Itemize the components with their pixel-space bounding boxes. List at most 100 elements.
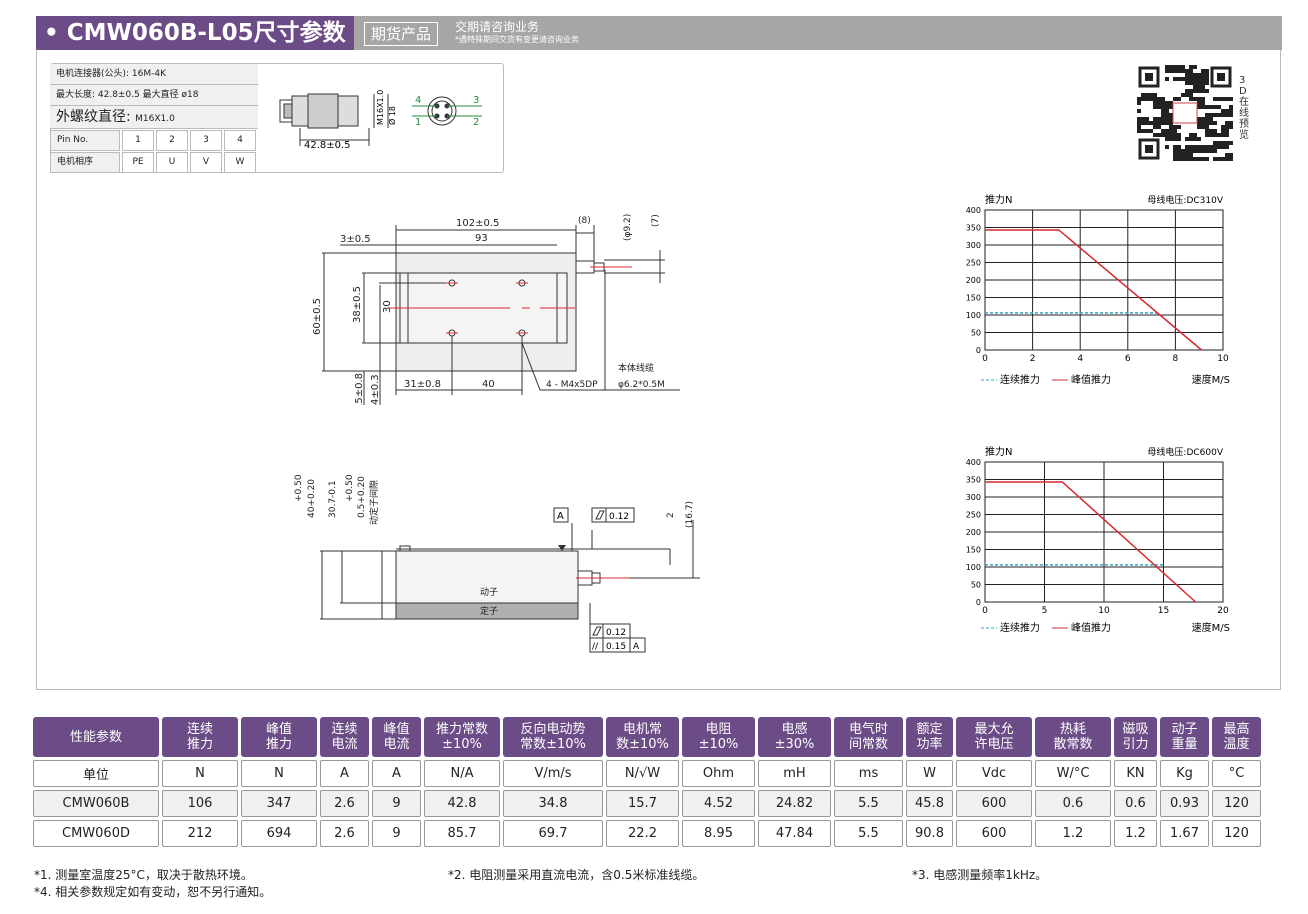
phase-pe: PE: [122, 152, 154, 173]
table-cell: °C: [1212, 760, 1261, 787]
chart0-xlabel: 速度M/S: [1192, 373, 1230, 386]
sd-d167: (16.7): [685, 501, 695, 528]
sd-d2: 2: [666, 512, 676, 518]
td-7: (7): [651, 214, 661, 227]
chart1-xtick: 5: [1042, 606, 1048, 616]
chart0-ytick: 50: [971, 329, 981, 338]
chart1-ytick: 50: [971, 581, 981, 590]
table-cell: 24.82: [758, 790, 831, 817]
chart0-ytick: 100: [966, 311, 981, 320]
chart1-series-1: [985, 481, 1197, 603]
table-cell: 347: [241, 790, 317, 817]
td-93: 93: [475, 233, 488, 244]
chart0-xtick: 4: [1077, 354, 1083, 364]
chart0-ytick: 400: [966, 206, 981, 215]
qr-code[interactable]: [1137, 65, 1233, 161]
chart0-xtick: 10: [1217, 354, 1229, 364]
pin-label: Pin No.: [50, 130, 120, 151]
chart1-ytick: 250: [966, 511, 981, 520]
chart0-xtick: 0: [982, 354, 988, 364]
table-cell: 0.6: [1114, 790, 1157, 817]
td-cable1: 本体线缆: [618, 362, 654, 374]
side-mover: [395, 550, 579, 604]
phase-v: V: [190, 152, 222, 173]
lead-time-subnote: *遇特殊期间交货有变更请咨询业务: [455, 35, 579, 44]
table-cell: N: [241, 760, 317, 787]
cd-pin4: 4: [415, 95, 421, 106]
sd-v3a: +0.50: [345, 474, 355, 502]
table-cell: CMW060B: [33, 790, 159, 817]
td-3: 3±0.5: [340, 234, 371, 245]
td-60: 60±0.5: [312, 298, 323, 335]
header-cell: 最高 温度: [1212, 717, 1261, 757]
chart0-ytick: 300: [966, 241, 981, 250]
table-cell: 0.93: [1160, 790, 1209, 817]
qr-caption: 3D在线预览: [1239, 75, 1249, 141]
phase-u: U: [156, 152, 188, 173]
table-cell: 90.8: [906, 820, 953, 847]
side-view-drawing: A 0.12 +0.50 40+0.20 30.7-0.1 +0.50 0.5+…: [294, 474, 700, 653]
table-cell: 9: [372, 790, 421, 817]
td-102: 102±0.5: [456, 218, 499, 229]
header-cell: 连续 电流: [320, 717, 369, 757]
chart1-legend-cont: 连续推力: [1000, 621, 1040, 634]
chart1-ytick: 350: [966, 476, 981, 485]
qr-logo: [1172, 102, 1198, 124]
table-cell: 694: [241, 820, 317, 847]
thread-label: 外螺纹直径:: [56, 109, 131, 125]
table-cell: 4.52: [682, 790, 755, 817]
table-cell: N: [162, 760, 238, 787]
header-title-bg: [36, 16, 354, 50]
td-158: 15±0.8: [354, 373, 365, 405]
chart0-xtick: 2: [1030, 354, 1036, 364]
td-38: 38±0.5: [352, 286, 363, 323]
chart1-ytick: 300: [966, 493, 981, 502]
chart0-series-1: [985, 229, 1203, 351]
table-cell: A: [320, 760, 369, 787]
footnote-1: *1. 测量室温度25°C，取决于散热环境。: [34, 868, 253, 882]
sd-stator: 定子: [480, 605, 498, 617]
chart0-title: 母线电压:DC310V: [1147, 194, 1223, 206]
chart1-ytick: 100: [966, 563, 981, 572]
sd-v2: 30.7-0.1: [328, 480, 338, 518]
top-view-drawing: 102±0.5 93 (8) (φ9.2) (7) 3±0.5 60±0.5 3…: [312, 214, 680, 405]
chart0-ytick: 250: [966, 259, 981, 268]
table-cell: 2.6: [320, 790, 369, 817]
chart0-ytick: 350: [966, 224, 981, 233]
header-cell: 动子 重量: [1160, 717, 1209, 757]
header-cell: 磁吸 引力: [1114, 717, 1157, 757]
chart0-legend-cont: 连续推力: [1000, 373, 1040, 386]
page-title: • CMW060B-L05尺寸参数: [44, 20, 346, 46]
table-cell: 9: [372, 820, 421, 847]
table-cell: Kg: [1160, 760, 1209, 787]
sd-v3c: 动定子间隙: [368, 480, 380, 525]
connector-body-b: [307, 93, 339, 129]
sd-tol2-ref: A: [633, 642, 640, 652]
table-cell: 600: [956, 820, 1032, 847]
chart1-xtick: 15: [1158, 606, 1169, 616]
table-cell: 47.84: [758, 820, 831, 847]
thrust-speed-chart-600v: 推力N 母线电压:DC600V 050100150200250300350400…: [966, 445, 1230, 634]
table-cell: 5.5: [834, 820, 903, 847]
chart0-legend-peak: 峰值推力: [1071, 373, 1111, 386]
chart1-legend-peak: 峰值推力: [1071, 621, 1111, 634]
chart0-ytick: 0: [976, 346, 981, 355]
footnote-3: *3. 电感测量频率1kHz。: [912, 868, 1048, 882]
header-cell: 峰值 电流: [372, 717, 421, 757]
chart1-title: 母线电压:DC600V: [1147, 446, 1223, 458]
header-cell: 电气时 间常数: [834, 717, 903, 757]
cd-dim-dia: Ø 18: [387, 106, 397, 125]
table-cell: 1.2: [1035, 820, 1111, 847]
table-cell: 42.8: [424, 790, 500, 817]
chart1-ytick: 400: [966, 458, 981, 467]
table-cell: 1.2: [1114, 820, 1157, 847]
pin-4: 4: [224, 130, 256, 151]
sd-flat: 0.12: [609, 512, 629, 522]
phase-w: W: [224, 152, 256, 173]
table-cell: 600: [956, 790, 1032, 817]
table-cell: 单位: [33, 760, 159, 787]
lead-time-note: 交期请咨询业务: [455, 20, 540, 34]
header-cell: 电机常 数±10%: [606, 717, 679, 757]
